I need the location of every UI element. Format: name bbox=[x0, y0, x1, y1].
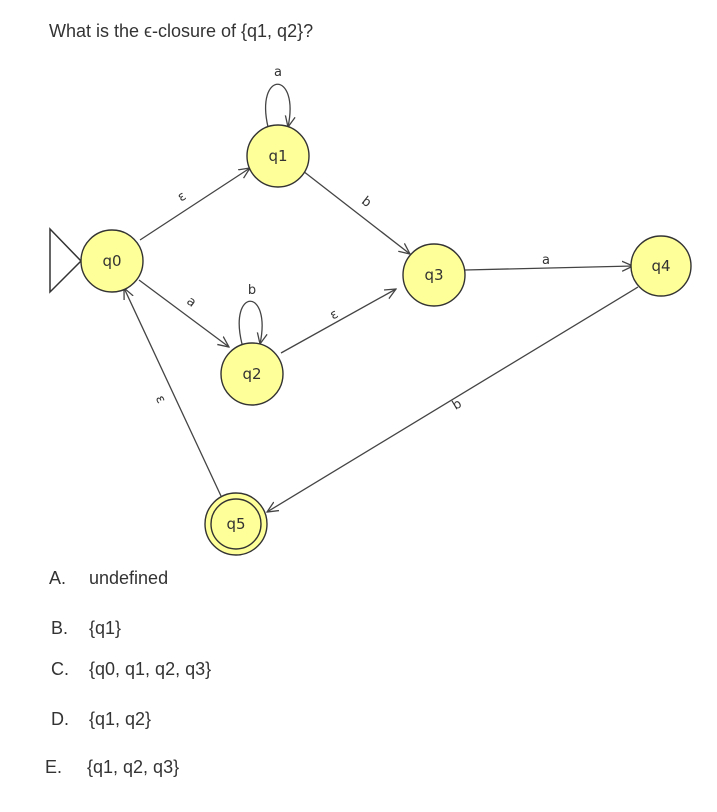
choice-b-letter: B. bbox=[51, 618, 69, 638]
choice-d-letter: D. bbox=[51, 709, 69, 729]
state-q4-label: q4 bbox=[651, 257, 670, 275]
choice-a-letter: A. bbox=[49, 568, 67, 588]
question-text: What is the ϵ-closure of {q1, q2}? bbox=[49, 21, 314, 41]
self-loop-q2 bbox=[238, 300, 262, 344]
choice-c-text: {q0, q1, q2, q3} bbox=[89, 659, 212, 679]
edge-q2-q3 bbox=[280, 289, 396, 354]
label-q0-q1: ε bbox=[175, 189, 189, 205]
edge-q5-q0 bbox=[124, 288, 222, 497]
state-q2: q2 bbox=[220, 342, 284, 406]
label-q2-loop: b bbox=[248, 283, 256, 298]
label-q1-loop: a bbox=[274, 65, 282, 80]
edge-q0-q2 bbox=[138, 279, 229, 347]
choice-a-text: undefined bbox=[89, 568, 169, 588]
edge-q0-q1 bbox=[139, 168, 250, 241]
edge-q1-q3 bbox=[302, 170, 410, 254]
choice-d[interactable]: D. {q1, q2} bbox=[51, 709, 251, 733]
state-q5-label: q5 bbox=[226, 515, 245, 533]
state-q3: q3 bbox=[402, 243, 466, 307]
choice-e[interactable]: E. {q1, q2, q3} bbox=[45, 757, 265, 781]
state-q0: q0 bbox=[80, 229, 144, 293]
state-q5-accepting: q5 bbox=[204, 492, 268, 556]
choice-b-text: {q1} bbox=[89, 618, 122, 638]
self-loop-q1 bbox=[265, 83, 290, 127]
choice-a[interactable]: A. undefined bbox=[49, 568, 249, 592]
state-q3-label: q3 bbox=[424, 266, 443, 284]
choice-e-letter: E. bbox=[45, 757, 63, 777]
label-q2-q3: ε bbox=[328, 307, 341, 324]
initial-state-arrow-icon bbox=[49, 227, 83, 294]
state-q0-label: q0 bbox=[102, 252, 121, 270]
label-q3-q4: a bbox=[542, 253, 550, 268]
state-q1-label: q1 bbox=[268, 147, 287, 165]
choice-b[interactable]: B. {q1} bbox=[51, 618, 251, 642]
state-q4: q4 bbox=[630, 235, 692, 297]
state-q2-label: q2 bbox=[242, 365, 261, 383]
choice-c[interactable]: C. {q0, q1, q2, q3} bbox=[51, 659, 291, 683]
choice-e-text: {q1, q2, q3} bbox=[87, 757, 180, 777]
label-q5-q0: ε bbox=[152, 393, 169, 406]
state-q1: q1 bbox=[246, 124, 310, 188]
edge-q4-q5 bbox=[267, 286, 639, 512]
label-q1-q3: b bbox=[358, 194, 374, 211]
edge-q3-q4 bbox=[464, 266, 633, 270]
choice-c-letter: C. bbox=[51, 659, 69, 679]
choice-d-text: {q1, q2} bbox=[89, 709, 152, 729]
label-q4-q5: b bbox=[450, 396, 465, 413]
label-q0-q2: a bbox=[183, 294, 198, 311]
